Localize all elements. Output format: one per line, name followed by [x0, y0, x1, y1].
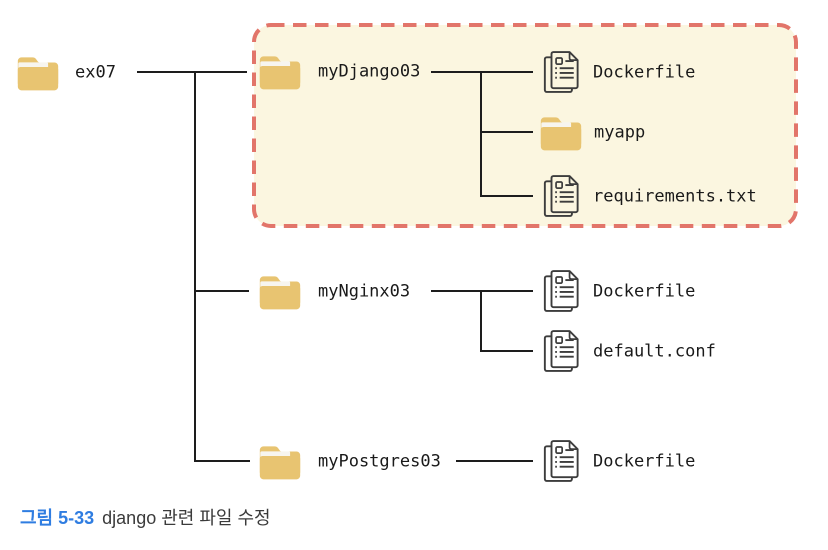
document-file-icon: [543, 175, 579, 217]
document-file-icon: [543, 270, 579, 312]
tree-node-mydjango03: myDjango03: [258, 52, 420, 91]
highlight-dashed-box: [252, 23, 798, 228]
folder-icon: [17, 57, 59, 91]
folder-icon: [259, 56, 301, 90]
connector-to-nginx: [194, 290, 249, 292]
tree-node-label: myNginx03: [318, 281, 411, 301]
connector-to-postgres: [194, 460, 250, 462]
folder-icon: [259, 446, 301, 480]
tree-node-dockerfile-postgres: Dockerfile: [542, 439, 695, 484]
tree-node-label: myapp: [594, 122, 646, 142]
figure-caption-number: 그림 5-33: [20, 508, 95, 528]
dashed-border-shape: [252, 23, 798, 228]
tree-node-ex07: ex07: [16, 53, 116, 92]
connector-django-branch: [431, 71, 533, 73]
connector-nginx-to-defaultconf: [481, 350, 533, 352]
folder-icon: [540, 117, 582, 151]
connector-root-to-django: [137, 71, 247, 73]
document-file-icon: [543, 330, 579, 372]
tree-node-label: ex07: [75, 62, 116, 82]
connector-nginx-branch: [431, 290, 533, 292]
tree-node-label: myDjango03: [318, 61, 421, 81]
tree-node-label: myPostgres03: [318, 451, 441, 471]
tree-node-label: Dockerfile: [593, 281, 696, 301]
document-file-icon: [543, 440, 579, 482]
tree-node-mypostgres03: myPostgres03: [258, 442, 441, 481]
tree-node-mynginx03: myNginx03: [258, 272, 410, 311]
tree-node-myapp: myapp: [539, 113, 645, 152]
connector-django-to-requirements: [481, 195, 533, 197]
connector-django-trunk: [480, 71, 482, 197]
tree-node-requirements-txt: requirements.txt: [542, 174, 757, 219]
tree-node-label: default.conf: [593, 341, 716, 361]
tree-node-label: Dockerfile: [593, 451, 696, 471]
figure-caption: 그림 5-33 django 관련 파일 수정: [20, 504, 271, 530]
connector-main-trunk: [194, 71, 196, 462]
figure-caption-text: django 관련 파일 수정: [102, 508, 271, 528]
connector-postgres-to-dockerfile: [456, 460, 533, 462]
tree-node-label: Dockerfile: [593, 62, 696, 82]
document-file-icon: [543, 51, 579, 93]
tree-node-default-conf: default.conf: [542, 329, 716, 374]
folder-icon: [259, 276, 301, 310]
tree-node-dockerfile-nginx: Dockerfile: [542, 269, 695, 314]
tree-node-dockerfile-django: Dockerfile: [542, 50, 695, 95]
connector-django-to-myapp: [481, 131, 533, 133]
connector-nginx-trunk: [480, 290, 482, 352]
tree-node-label: requirements.txt: [593, 186, 757, 206]
